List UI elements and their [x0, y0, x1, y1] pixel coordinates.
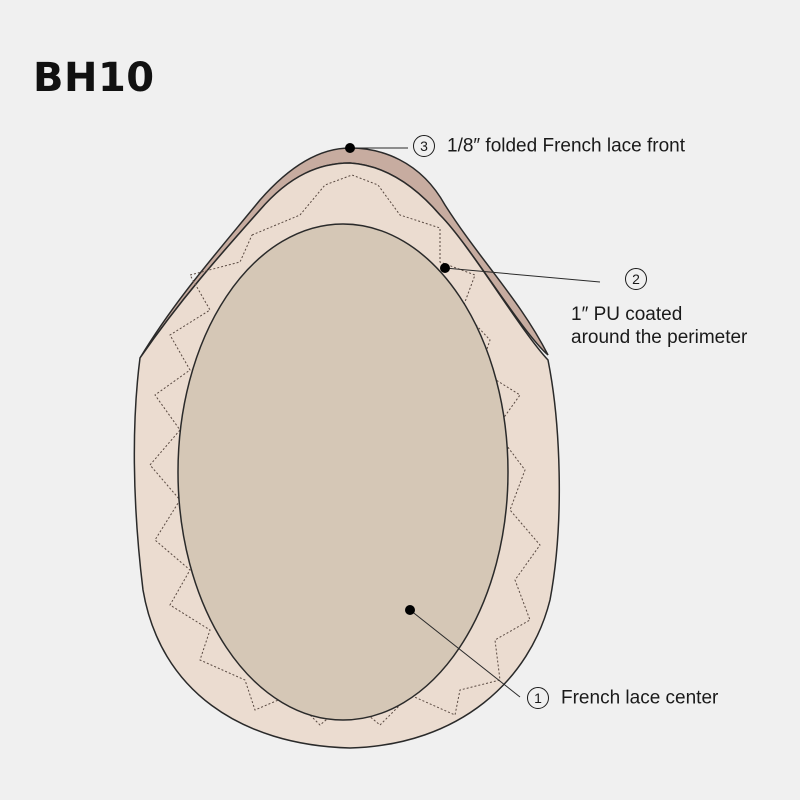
model-title: BH10 [33, 55, 155, 101]
zigzag-stitch-line [149, 174, 541, 726]
perimeter-marker-dot [440, 263, 450, 273]
center-marker-dot [405, 605, 415, 615]
circled-number-3-icon: 3 [413, 135, 435, 157]
callout-folded-lace-front: 3 1/8″ folded French lace front [413, 135, 685, 157]
callout-front-label: 1/8″ folded French lace front [447, 135, 686, 157]
callout-center-label: French lace center [561, 687, 719, 709]
callout-perimeter-line1: 1″ PU coated [571, 304, 683, 325]
front-marker-dot [345, 143, 355, 153]
circled-number-1-icon: 1 [527, 687, 549, 709]
perimeter-leader-line [444, 267, 601, 283]
callout-pu-perimeter-number: 2 [625, 268, 647, 290]
french-lace-center [177, 223, 509, 721]
callout-french-lace-center: 1 French lace center [527, 687, 718, 709]
callout-perimeter-line2: around the perimeter [571, 327, 748, 348]
center-leader-line [409, 609, 521, 698]
circled-number-2-icon: 2 [625, 268, 647, 290]
